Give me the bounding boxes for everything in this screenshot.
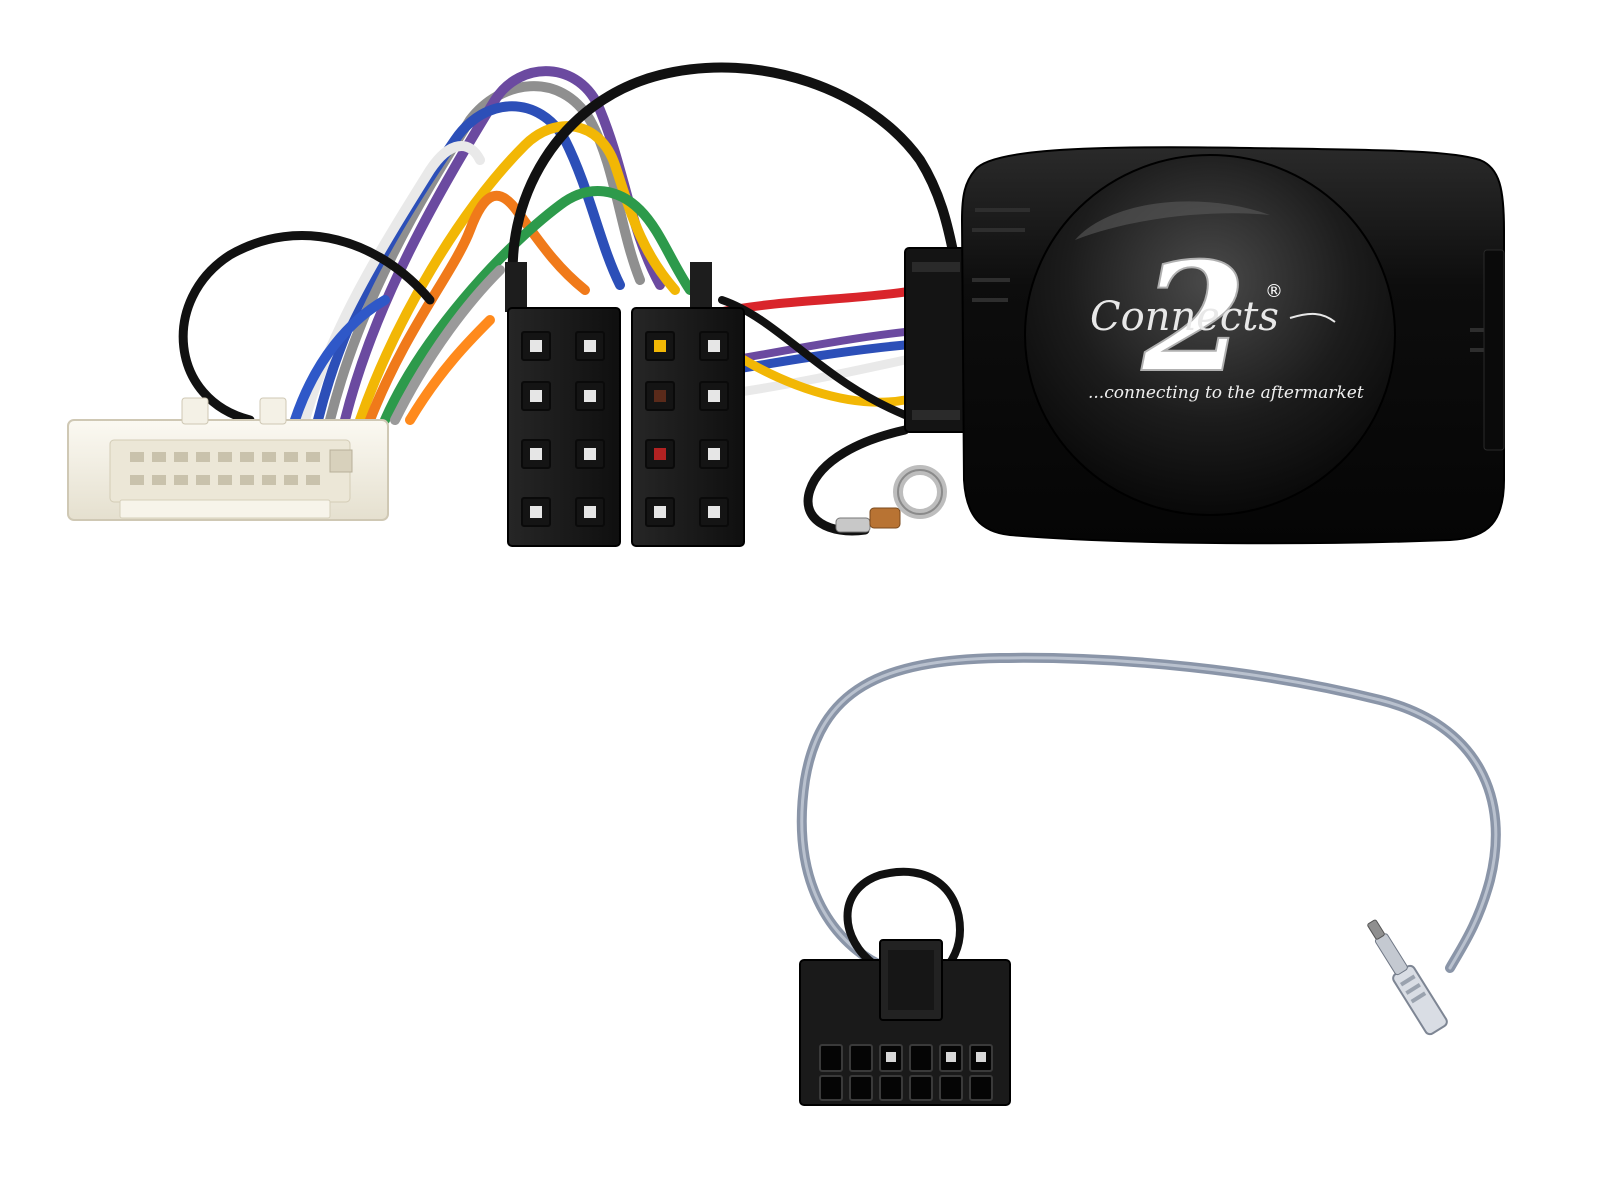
wire-ground (803, 425, 910, 536)
wire-orange-2 (405, 315, 495, 425)
interface-module-icon: 2 Connects ® ...connecting to the afterm… (904, 146, 1505, 545)
iso-connector-icon (505, 262, 745, 547)
wire-black-arc (507, 62, 960, 305)
wire-blue-1 (313, 101, 625, 425)
iso-pin-contacts (530, 340, 720, 518)
wire-black-loop (178, 231, 435, 425)
patch-black-loop (843, 867, 965, 979)
logo-word: Connects (1090, 294, 1279, 340)
jack-plug-icon (1367, 919, 1448, 1036)
patch-lead (796, 652, 1501, 979)
tagline: ...connecting to the aftermarket (1088, 383, 1364, 403)
wire-orange-1 (365, 190, 590, 425)
logo-two: 2 (1141, 230, 1246, 406)
ring-terminal-icon (835, 465, 947, 533)
patch-pins (819, 1044, 993, 1101)
wire-green (380, 186, 695, 425)
vehicle-harness-connector-icon (67, 397, 389, 521)
logo-registered: ® (1265, 281, 1283, 302)
wire-blue-2 (290, 295, 390, 425)
vehicle-connector-pins (130, 452, 320, 485)
patch-lead-connector-icon (799, 939, 1011, 1106)
wire-yellow-1 (355, 121, 680, 425)
wire-grey-2 (390, 265, 505, 425)
wire-bundle (178, 62, 960, 536)
logo-swoosh (1289, 312, 1336, 323)
